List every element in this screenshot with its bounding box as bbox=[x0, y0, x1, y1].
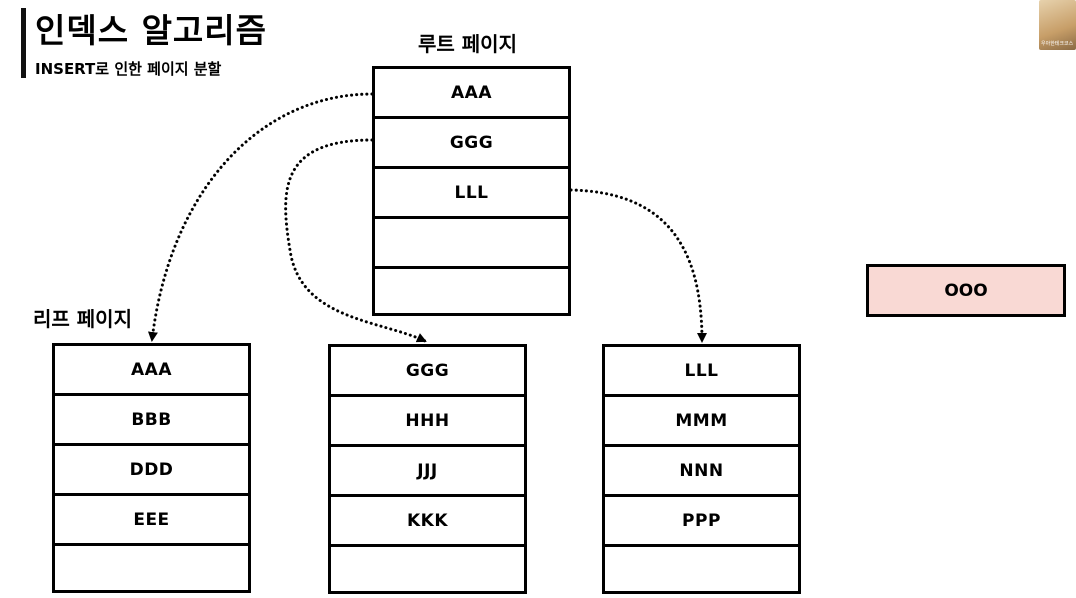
leaf-page-label: 리프 페이지 bbox=[33, 307, 132, 331]
root-key-cell: GGG bbox=[375, 119, 568, 169]
page-title: 인덱스 알고리즘 bbox=[35, 11, 268, 50]
leaf-key-cell: NNN bbox=[605, 447, 798, 497]
pointer-arrow-aaa bbox=[147, 92, 374, 342]
leaf-page-3: LLL MMM NNN PPP bbox=[602, 344, 801, 594]
thumbnail-caption: 우아한테크코스 bbox=[1041, 41, 1074, 47]
page-subtitle: INSERT로 인한 페이지 분할 bbox=[35, 60, 222, 78]
leaf-key-cell: BBB bbox=[55, 396, 248, 446]
leaf-page-2: GGG HHH JJJ KKK bbox=[328, 344, 527, 594]
leaf-key-cell: KKK bbox=[331, 497, 524, 547]
root-page-label: 루트 페이지 bbox=[418, 32, 517, 56]
leaf-key-cell: HHH bbox=[331, 397, 524, 447]
leaf-key-cell: DDD bbox=[55, 446, 248, 496]
leaf-key-cell: EEE bbox=[55, 496, 248, 546]
root-key-cell: AAA bbox=[375, 69, 568, 119]
new-key-box: OOO bbox=[866, 264, 1066, 317]
presenter-thumbnail bbox=[1039, 0, 1076, 50]
pointer-arrow-lll bbox=[569, 188, 707, 343]
leaf-key-cell: MMM bbox=[605, 397, 798, 447]
leaf-key-cell: JJJ bbox=[331, 447, 524, 497]
root-key-cell bbox=[375, 219, 568, 269]
title-accent-bar bbox=[21, 8, 26, 78]
root-page: AAA GGG LLL bbox=[372, 66, 571, 316]
leaf-key-cell: PPP bbox=[605, 497, 798, 547]
leaf-key-cell: AAA bbox=[55, 346, 248, 396]
pointer-arrow-ggg bbox=[284, 138, 427, 343]
new-key-label: OOO bbox=[944, 280, 988, 301]
root-key-cell: LLL bbox=[375, 169, 568, 219]
leaf-key-cell: GGG bbox=[331, 347, 524, 397]
leaf-page-1: AAA BBB DDD EEE bbox=[52, 343, 251, 593]
leaf-key-cell: LLL bbox=[605, 347, 798, 397]
